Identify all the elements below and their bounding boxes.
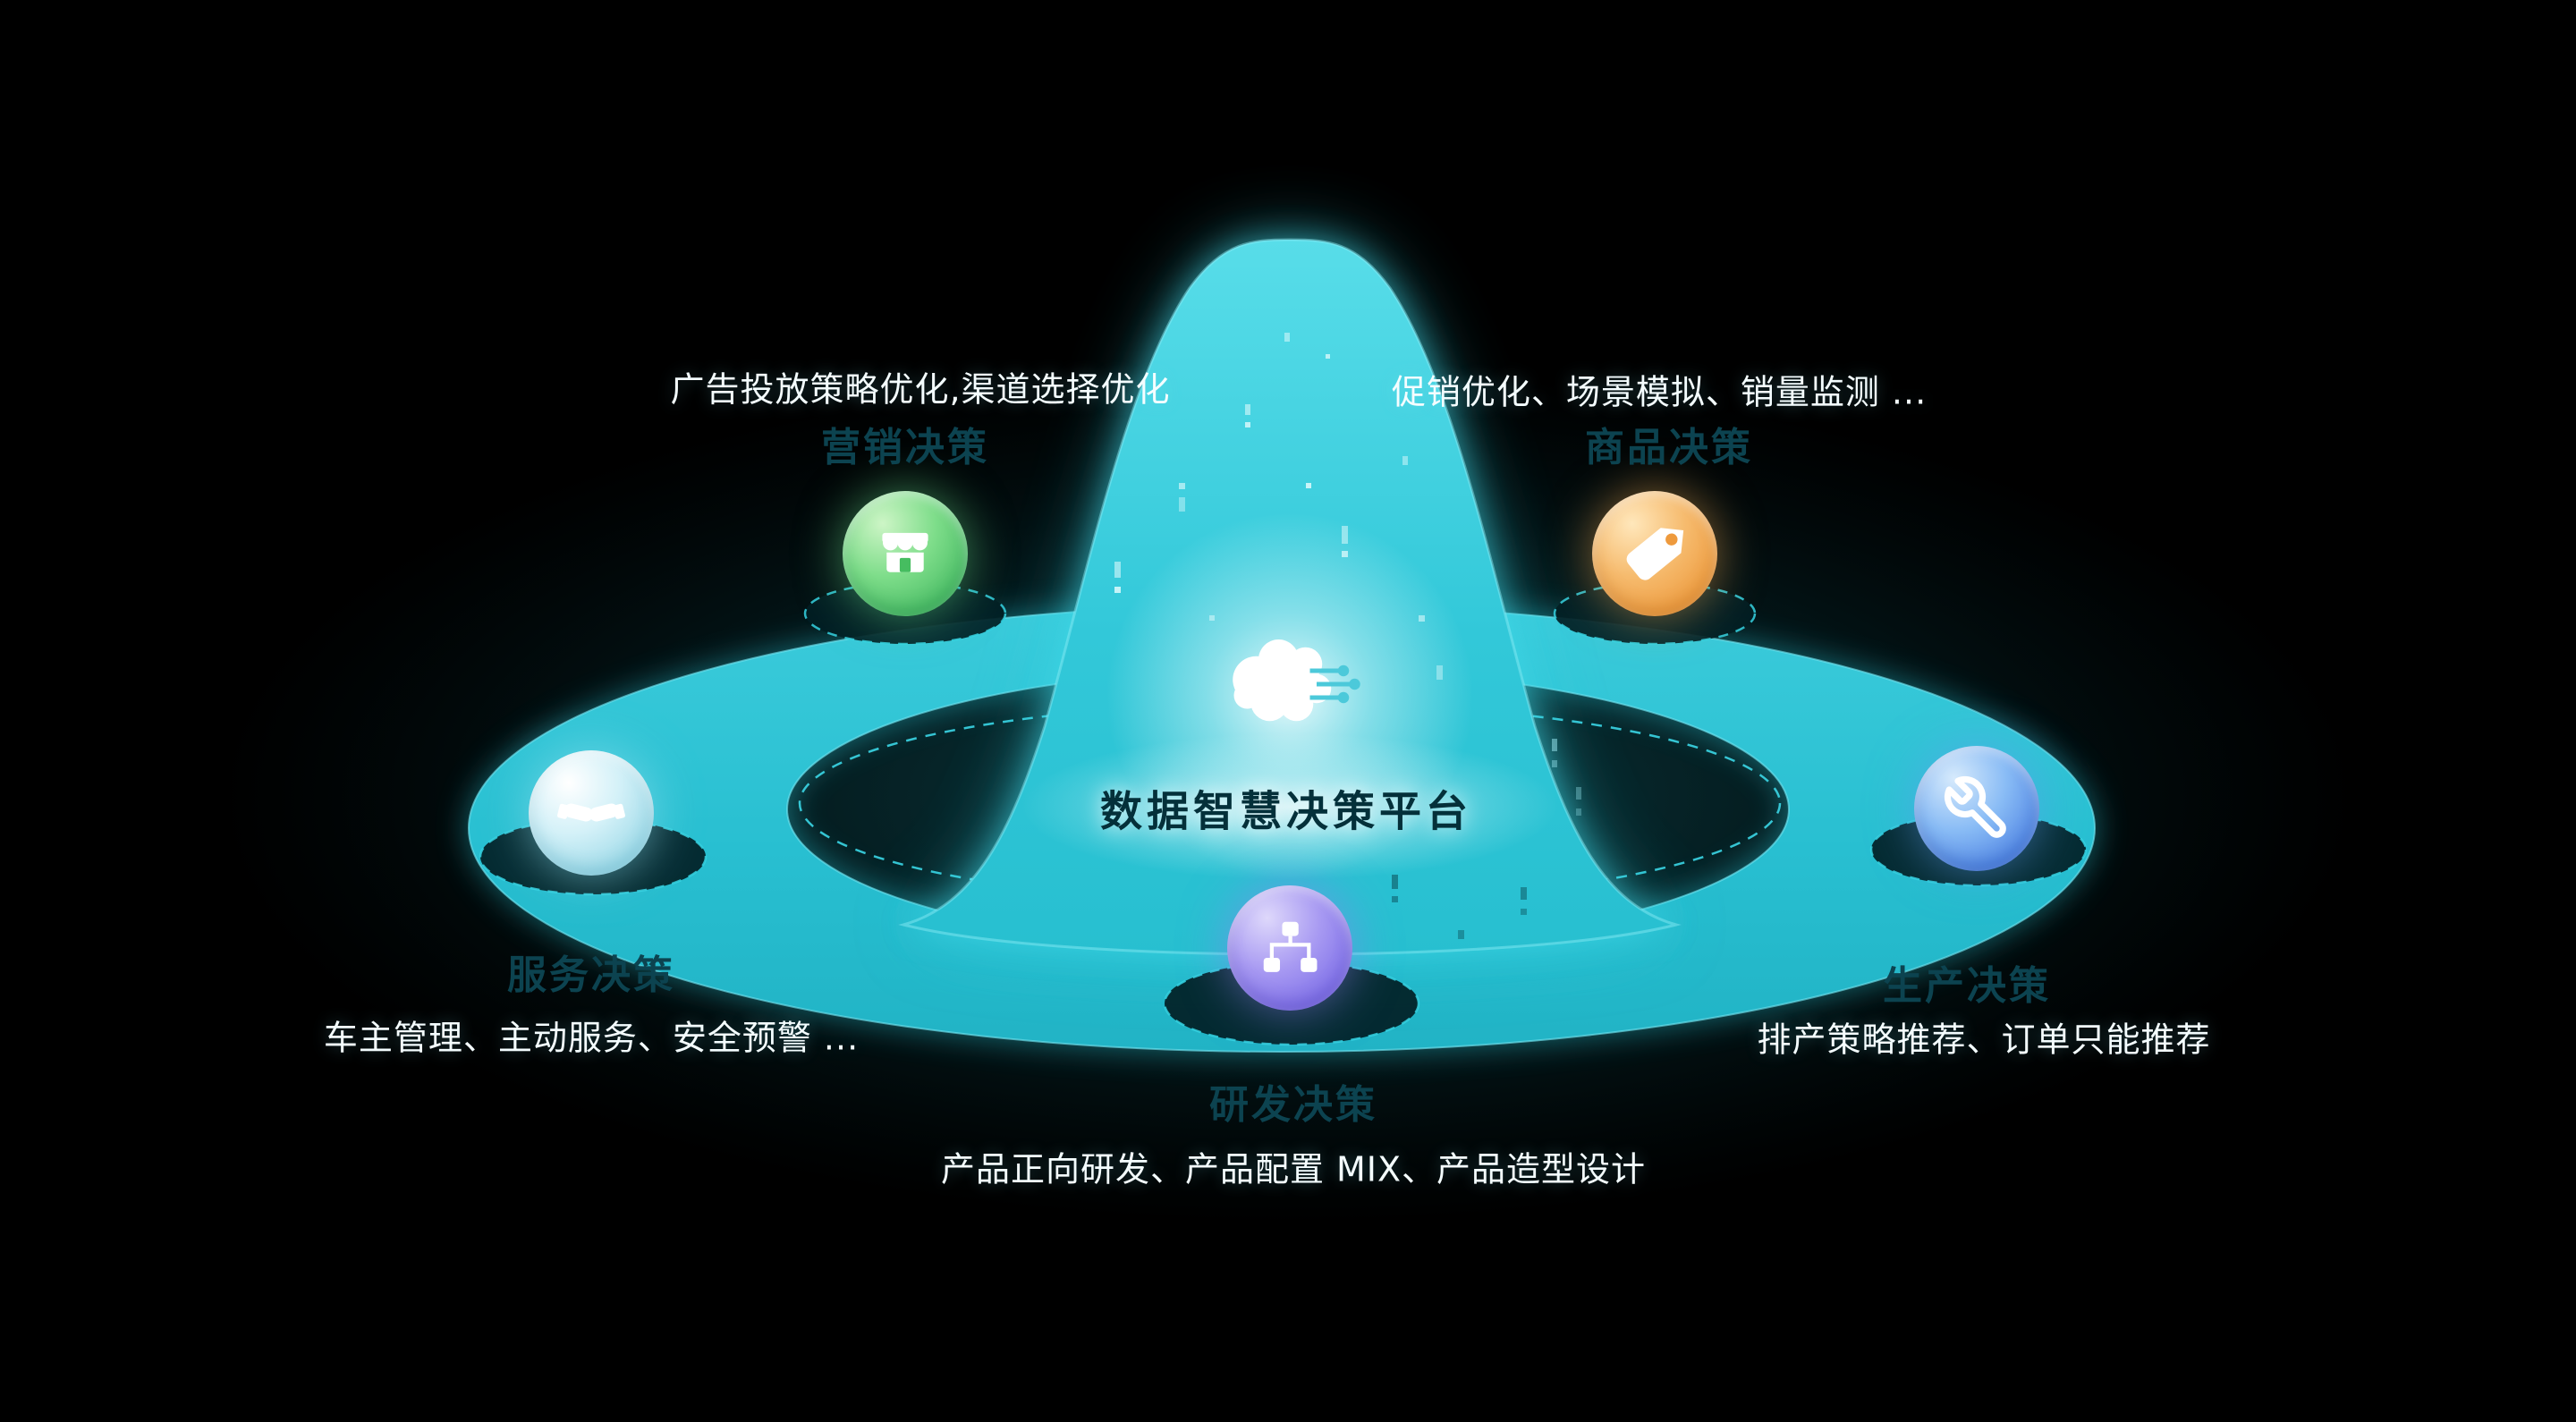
handshake-icon	[557, 803, 625, 822]
service-node	[529, 750, 654, 876]
production-category: 生产决策	[1883, 963, 2051, 1009]
service-description: 车主管理、主动服务、安全预警 ...	[323, 1018, 860, 1058]
production-description: 排产策略推荐、订单只能推荐	[1757, 1020, 2211, 1060]
wrench-icon	[1944, 775, 2006, 838]
data-particles-cyan	[1552, 739, 1581, 816]
rnd-category: 研发决策	[1209, 1082, 1377, 1128]
goods-node	[1592, 491, 1717, 616]
marketing-description: 广告投放策略优化,渠道选择优化	[670, 369, 1171, 410]
goods-description: 促销优化、场景模拟、销量监测 ...	[1391, 372, 1928, 412]
rnd-description: 产品正向研发、产品配置 MIX、产品造型设计	[940, 1149, 1647, 1189]
brain-circuit-icon	[1233, 639, 1360, 722]
platform-title: 数据智慧决策平台	[1100, 787, 1472, 837]
price-tag-icon	[1626, 528, 1684, 580]
title-glow	[1021, 733, 1558, 880]
storefront-icon	[882, 532, 928, 572]
goods-category: 商品决策	[1585, 425, 1753, 470]
production-node	[1914, 746, 2039, 871]
rnd-node	[1227, 885, 1352, 1011]
marketing-category: 营销决策	[821, 425, 989, 470]
marketing-node	[843, 491, 968, 616]
service-category: 服务决策	[507, 952, 675, 998]
hierarchy-icon	[1263, 921, 1318, 972]
